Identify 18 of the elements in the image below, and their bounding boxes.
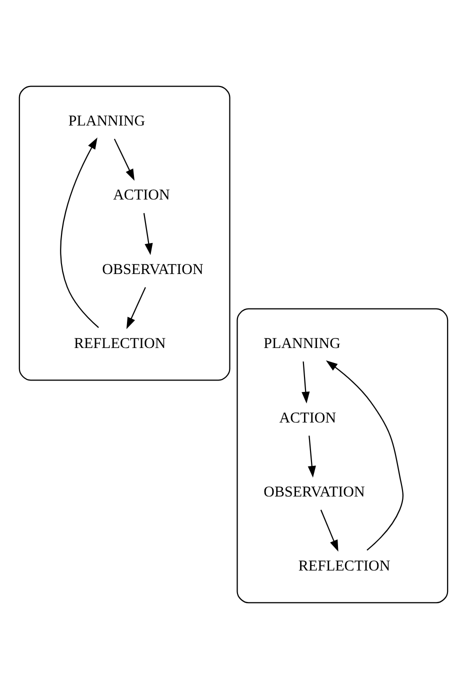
node-text: REFLECTION: [298, 558, 390, 575]
node-text: PLANNING: [264, 336, 340, 352]
node-text: OBSERVATION: [102, 262, 204, 278]
arrow: [60, 138, 99, 328]
cluster: [18, 86, 230, 381]
arrow: [320, 510, 338, 552]
node-text: ACTION: [279, 410, 336, 426]
node-text: ACTION: [113, 188, 170, 204]
arrow: [126, 287, 146, 330]
arrow: [326, 360, 404, 551]
node-text: PLANNING: [68, 114, 146, 130]
arrow: [114, 138, 135, 181]
node-text: OBSERVATION: [264, 484, 365, 500]
arrow: [302, 361, 310, 404]
cluster: [236, 308, 448, 604]
arrow: [308, 436, 316, 478]
arrow: [143, 213, 153, 256]
node-text: REFLECTION: [74, 336, 166, 352]
